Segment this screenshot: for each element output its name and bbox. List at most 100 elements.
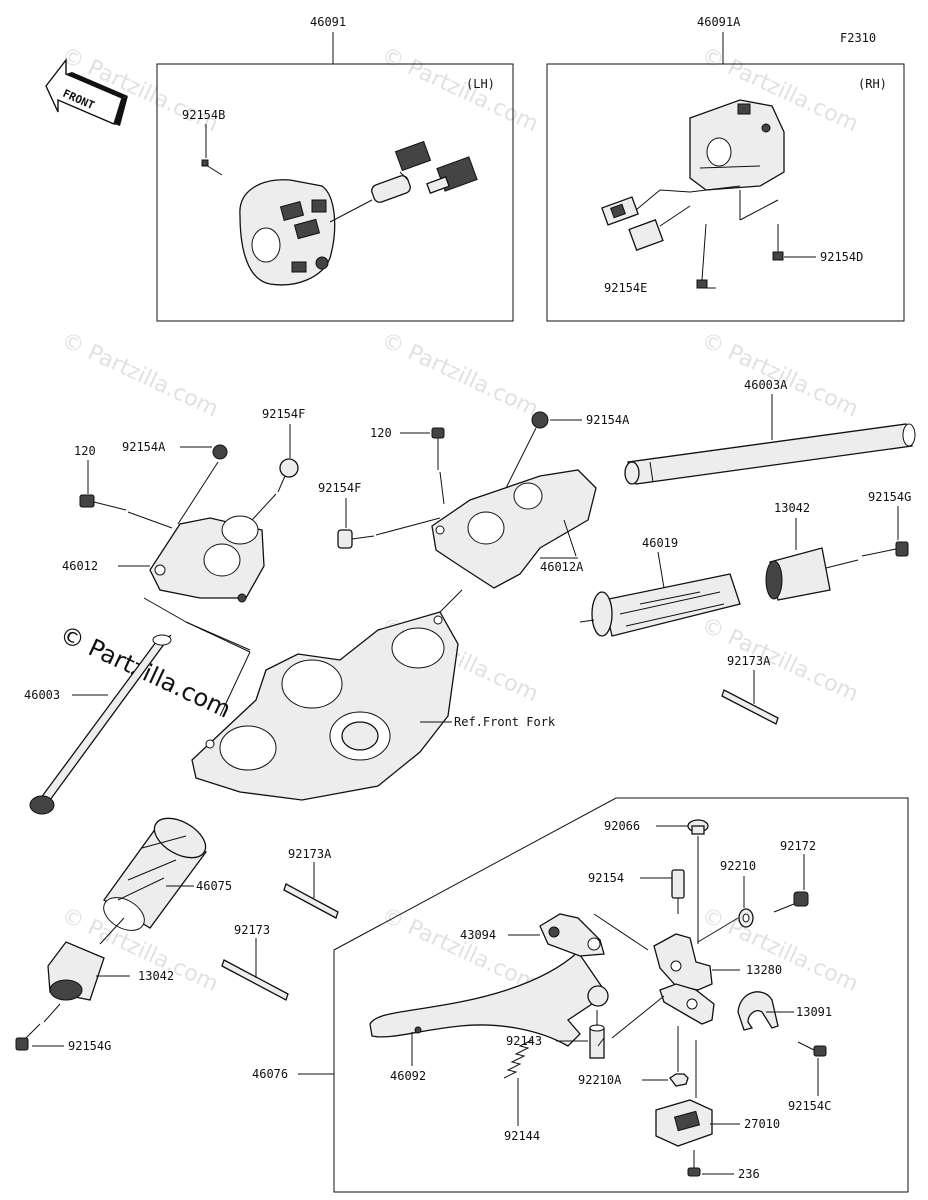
lh-cable-connectors [329, 140, 478, 223]
watermark-text: © Partzilla.com [697, 328, 861, 422]
front-fork-clamp [191, 611, 459, 801]
handlebar-46003 [29, 634, 172, 815]
screw-92154A-mid [531, 411, 549, 429]
watermark-text: © Partzilla.com [57, 328, 221, 422]
grip-46019 [579, 573, 741, 637]
clamp-13091 [737, 991, 779, 1031]
rh-cable-connectors [601, 185, 741, 251]
bolt-120-left [79, 494, 127, 511]
screw-236 [687, 1150, 701, 1177]
lever-46092 [369, 951, 609, 1047]
lh-grip-group: 46075 13042 92154G 92173A 92173 [15, 817, 339, 1053]
rh-switch-box: 46091A (RH) 92154D 921 [546, 15, 905, 322]
watermark-text: © Partzilla.com [377, 903, 541, 997]
screw-92154G-left [15, 1023, 41, 1051]
lh-side-label: (LH) [466, 77, 495, 91]
clutch-lever-box: 46076 46092 43094 92143 921 [252, 797, 909, 1193]
rh-box-title: 46091A [697, 15, 741, 29]
label-92172: 92172 [780, 839, 816, 853]
label-46019: 46019 [642, 536, 678, 550]
label-92210: 92210 [720, 859, 756, 873]
screw-92172 [773, 891, 809, 913]
clip-92173A-left [283, 883, 339, 919]
switch-27010 [655, 1099, 713, 1147]
label-46092: 46092 [390, 1069, 426, 1083]
nut-92210A [669, 1073, 689, 1087]
label-27010: 27010 [744, 1117, 780, 1131]
label-92154G-right: 92154G [868, 490, 911, 504]
label-92154A-mid: 92154A [586, 413, 630, 427]
spring-92144 [503, 1039, 533, 1079]
washer-92210 [738, 908, 754, 928]
label-13091: 13091 [796, 1005, 832, 1019]
label-92066: 92066 [604, 819, 640, 833]
label-92154F-left: 92154F [262, 407, 305, 421]
cap-92066 [687, 819, 709, 835]
screw-92154B [201, 159, 223, 176]
holder-46012A [431, 469, 597, 589]
screw-92154F-mid [337, 529, 375, 549]
rh-holder-assembly: 120 92154A 92154F 46012A [318, 378, 916, 589]
rh-switch-housing [689, 99, 785, 191]
label-92154F-mid: 92154F [318, 481, 361, 495]
label-92173: 92173 [234, 923, 270, 937]
label-92154G-left: 92154G [68, 1039, 111, 1053]
label-92154C: 92154C [788, 1099, 831, 1113]
lh-switch-housing [239, 179, 336, 286]
clip-92173A-right [721, 689, 779, 725]
handlebar-46003A [624, 423, 916, 485]
label-ref-front-fork: Ref.Front Fork [454, 715, 556, 729]
label-92154D: 92154D [820, 250, 863, 264]
label-92154A-left: 92154A [122, 440, 166, 454]
label-46075: 46075 [196, 879, 232, 893]
screw-92154C [797, 1041, 827, 1057]
lever-holder-body [659, 983, 715, 1025]
label-46012: 46012 [62, 559, 98, 573]
label-13042-right: 13042 [774, 501, 810, 515]
label-13280: 13280 [746, 963, 782, 977]
label-92154E: 92154E [604, 281, 647, 295]
screw-92154D [772, 224, 784, 261]
watermark-text: © Partzilla.com [697, 903, 861, 997]
label-13042-left: 13042 [138, 969, 174, 983]
clip-92173 [221, 959, 289, 1001]
label-46003A: 46003A [744, 378, 788, 392]
bolt-92154 [671, 869, 685, 914]
bar-end-weight-13042-right [765, 547, 831, 601]
label-46076: 46076 [252, 1067, 288, 1081]
watermark-text-large: © Partzilla.com [55, 620, 235, 724]
lh-bar-assembly: 120 92154A 92154F 46012 [24, 407, 305, 815]
label-92210A: 92210A [578, 1073, 622, 1087]
label-92143: 92143 [506, 1034, 542, 1048]
lh-box-title: 46091 [310, 15, 346, 29]
screw-92154F-left [277, 458, 299, 493]
bracket-13280 [653, 933, 713, 991]
label-92154: 92154 [588, 871, 624, 885]
label-236: 236 [738, 1167, 760, 1181]
lh-switch-box: 46091 (LH) 92154B [156, 15, 514, 322]
label-43094: 43094 [460, 928, 496, 942]
label-46003: 46003 [24, 688, 60, 702]
screw-92154A-left [212, 444, 228, 460]
holder-46012 [149, 515, 265, 603]
watermark-text: © Partzilla.com [377, 328, 541, 422]
label-46012A: 46012A [540, 560, 584, 574]
label-92154B: 92154B [182, 108, 225, 122]
watermark-text: © Partzilla.com [377, 43, 541, 137]
bolt-120-mid [431, 427, 445, 470]
rh-side-label: (RH) [858, 77, 887, 91]
label-92173A-right: 92173A [727, 654, 771, 668]
grip-46075 [103, 817, 207, 931]
screw-92154G-right [861, 541, 909, 557]
label-92144: 92144 [504, 1129, 540, 1143]
screw-92154E [696, 223, 708, 289]
label-92173A-left: 92173A [288, 847, 332, 861]
label-120-mid: 120 [370, 426, 392, 440]
label-120-left: 120 [74, 444, 96, 458]
figure-code: F2310 [840, 31, 876, 45]
watermark-text: © Partzilla.com [697, 613, 861, 707]
part-43094 [539, 913, 605, 957]
rh-grip-group: 13042 92154G 46019 92173A [579, 490, 911, 725]
bar-end-weight-13042-left [47, 941, 105, 1001]
